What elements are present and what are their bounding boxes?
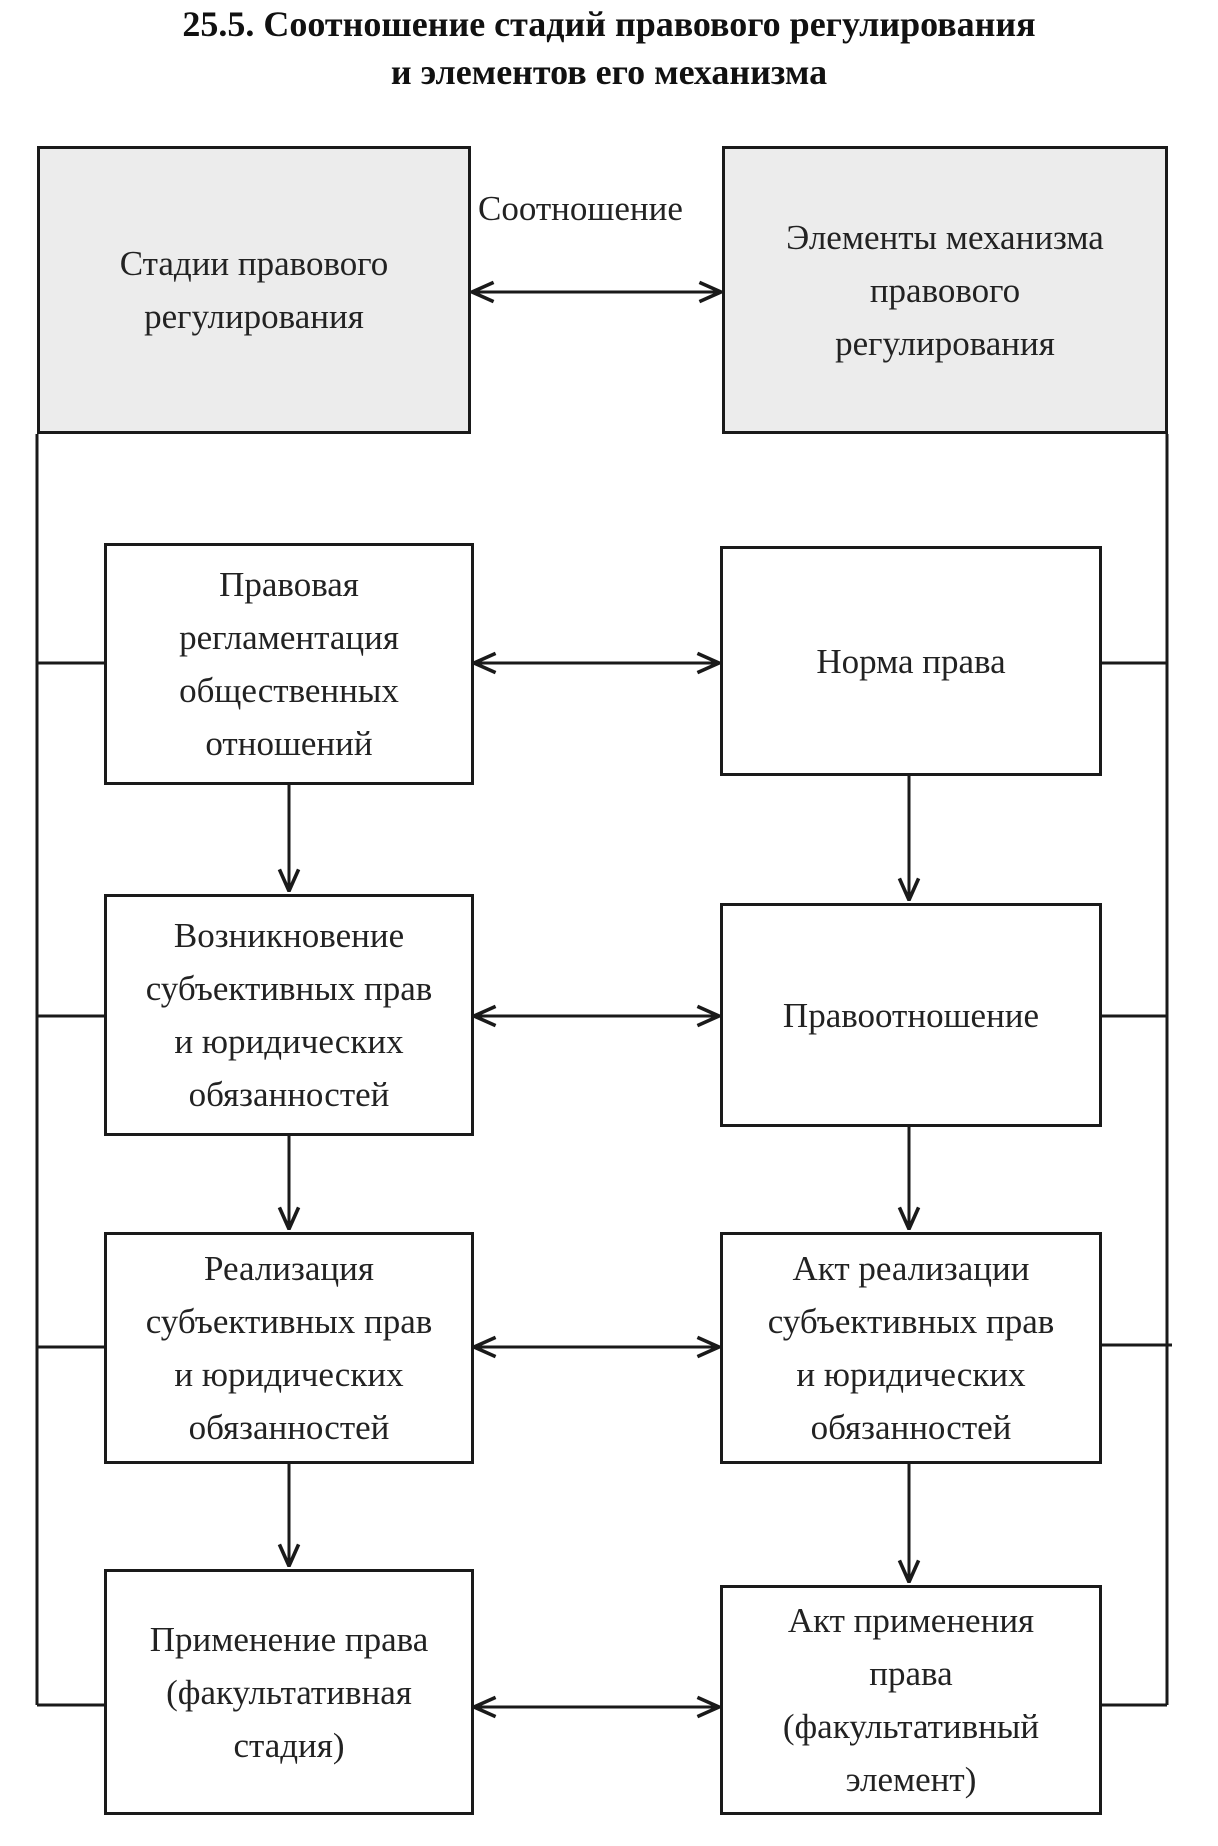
stages-header-label: Стадии правового регулирования	[119, 244, 389, 336]
right-bracket-line	[1101, 434, 1172, 1707]
element-label-2: Правоотношение	[782, 995, 1040, 1035]
elements-header-box: Элементы механизма правового регулирован…	[722, 146, 1168, 434]
element-label-4: Акт применения права (факультативный эле…	[782, 1601, 1040, 1799]
stages-header-box: Стадии правового регулирования	[37, 146, 471, 434]
stage-label-2: Возникновение субъективных прав и юридич…	[145, 916, 433, 1114]
stage-label-3: Реализация субъективных прав и юридическ…	[145, 1249, 433, 1447]
element-box-1: Норма права	[720, 546, 1102, 776]
stage-box-1: Правовая регламентация общественных отно…	[104, 543, 474, 785]
stage-label-1: Правовая регламентация общественных отно…	[179, 565, 399, 763]
stage-box-2: Возникновение субъективных прав и юридич…	[104, 894, 474, 1136]
element-box-4: Акт применения права (факультативный эле…	[720, 1585, 1102, 1815]
element-label-1: Норма права	[816, 641, 1006, 681]
element-box-3: Акт реализации субъективных прав и юриди…	[720, 1232, 1102, 1464]
element-label-3: Акт реализации субъективных прав и юриди…	[767, 1249, 1055, 1447]
stage-label-4: Применение права (факультативная стадия)	[149, 1619, 429, 1765]
diagram-title: 25.5. Соотношение стадий правового регул…	[0, 0, 1218, 96]
elements-header-label: Элементы механизма правового регулирован…	[786, 217, 1104, 363]
title-line-2: и элементов его механизма	[390, 52, 828, 92]
connector-label: Соотношение	[478, 189, 683, 228]
stage-box-4: Применение права (факультативная стадия)	[104, 1569, 474, 1815]
title-line-1: 25.5. Соотношение стадий правового регул…	[182, 4, 1036, 44]
left-bracket-line	[35, 434, 105, 1707]
element-box-2: Правоотношение	[720, 903, 1102, 1127]
stage-box-3: Реализация субъективных прав и юридическ…	[104, 1232, 474, 1464]
